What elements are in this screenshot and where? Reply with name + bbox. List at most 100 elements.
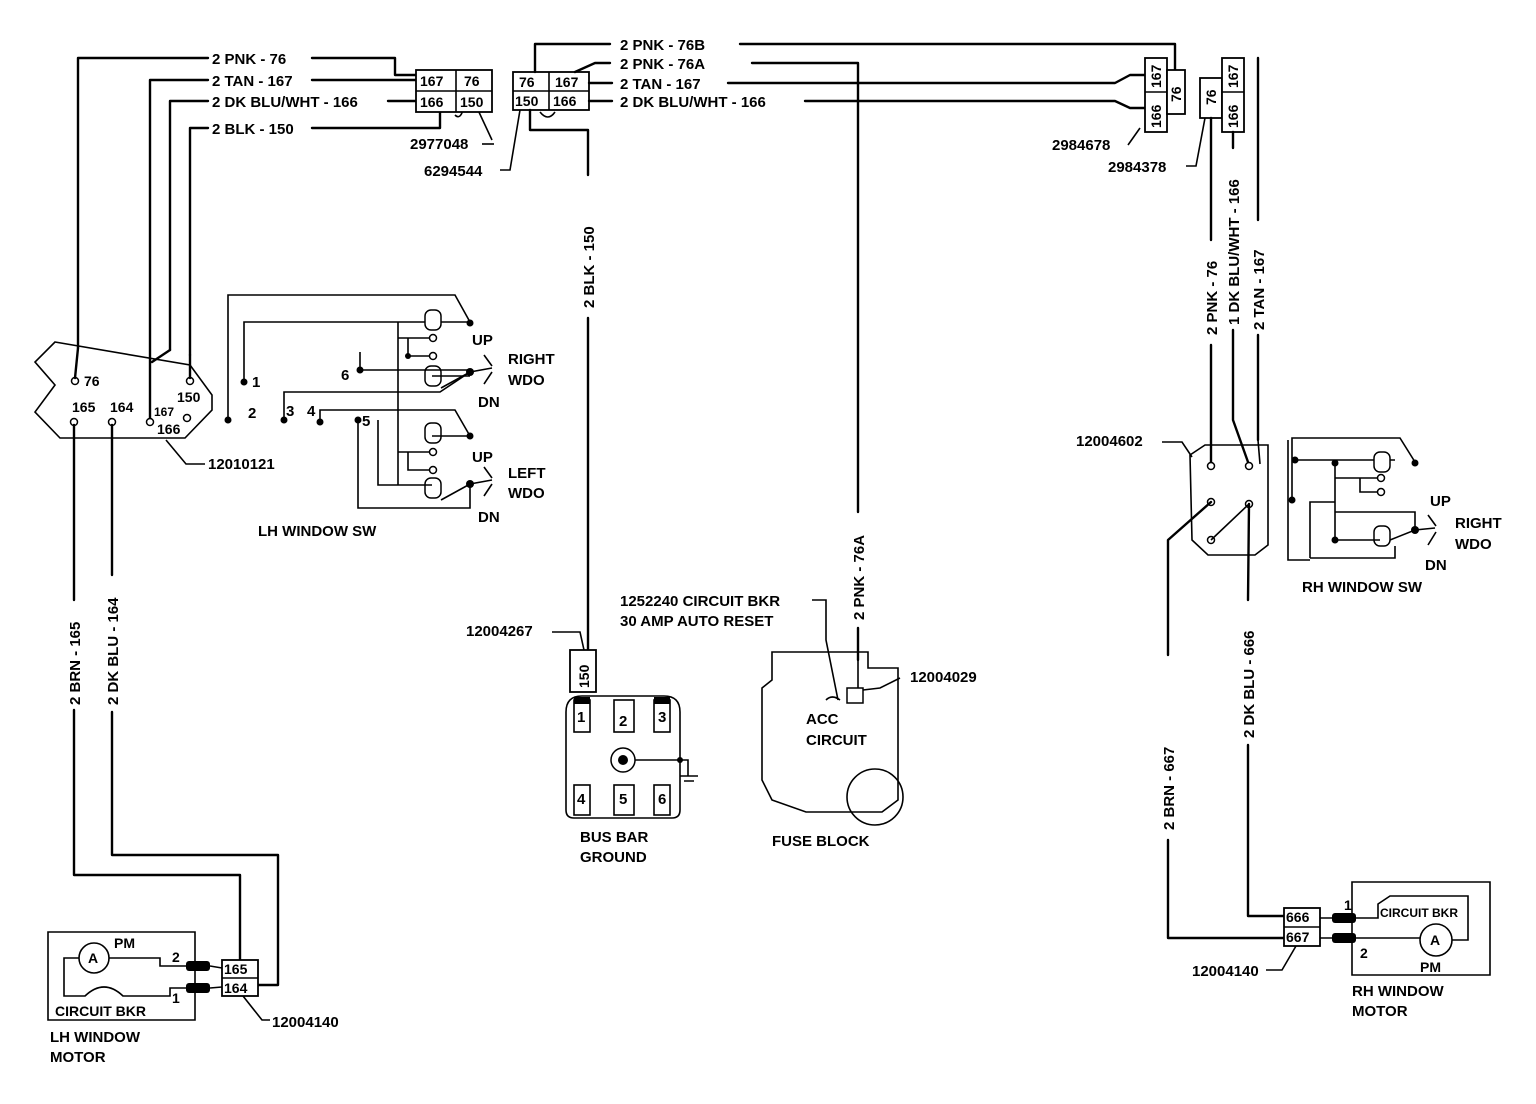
rh-window-switch: UP RIGHT WDO DN RH WINDOW SW bbox=[1287, 437, 1502, 596]
pin-76: 76 bbox=[464, 73, 480, 89]
wire-label-dkbluwht-166: 2 DK BLU/WHT - 166 bbox=[620, 94, 766, 111]
wire-label-pnk-76a: 2 PNK - 76A bbox=[620, 56, 705, 73]
wire-label-pnk-76a-vertical: 2 PNK - 76A bbox=[851, 535, 868, 620]
pin-76: 76 bbox=[1203, 89, 1219, 105]
connector-2984378: 76 166 167 bbox=[1199, 57, 1245, 133]
pin-150: 150 bbox=[177, 389, 201, 405]
wire-label-tan-167-rh: 2 TAN - 167 bbox=[1251, 249, 1268, 330]
pin-166: 166 bbox=[157, 421, 181, 437]
circuit-label: CIRCUIT bbox=[806, 732, 867, 749]
wire-label-brn-165: 2 BRN - 165 bbox=[67, 622, 84, 705]
part-number-2984378: 2984378 bbox=[1108, 159, 1166, 176]
pin-166: 166 bbox=[1225, 104, 1241, 128]
rh-motor-wires bbox=[1166, 500, 1286, 940]
part-number-12010121: 12010121 bbox=[208, 456, 275, 473]
pin-76: 76 bbox=[84, 373, 100, 389]
rh-right-label: RIGHT bbox=[1455, 515, 1502, 532]
motor-pin-2: 2 bbox=[1360, 945, 1368, 961]
lh-window-switch: 1 2 3 4 5 6 UP RIGHT WDO DN UP LEFT WDO … bbox=[224, 294, 555, 540]
terminal-2: 2 bbox=[248, 405, 256, 422]
wire-label-blk-150: 2 BLK - 150 bbox=[212, 121, 294, 138]
circuit-breaker-rating: 30 AMP AUTO RESET bbox=[620, 613, 773, 630]
part-number-2977048: 2977048 bbox=[410, 136, 468, 153]
right-wdo-label: WDO bbox=[508, 372, 545, 389]
pin-167: 167 bbox=[1148, 64, 1164, 88]
wire-label-dkbluwht-166: 2 DK BLU/WHT - 166 bbox=[212, 94, 358, 111]
terminal-3: 3 bbox=[286, 403, 294, 420]
connector-2984678: 167 166 76 bbox=[1144, 57, 1186, 133]
pin-165: 165 bbox=[72, 399, 96, 415]
rh-switch-connector-12004602 bbox=[1189, 439, 1269, 556]
pin-666: 666 bbox=[1286, 909, 1310, 925]
terminal-5: 5 bbox=[362, 413, 370, 430]
part-number-12004140-rh: 12004140 bbox=[1192, 963, 1259, 980]
lh-switch-connector-12010121: 76 150 165 164 167 166 bbox=[33, 341, 213, 439]
bus-num-2: 2 bbox=[619, 713, 627, 730]
pin-167: 167 bbox=[1225, 64, 1241, 88]
bus-bar-title: BUS BAR bbox=[580, 829, 649, 846]
right-up-label: UP bbox=[472, 332, 493, 349]
bus-num-4: 4 bbox=[577, 791, 586, 808]
rh-dn-label: DN bbox=[1425, 557, 1447, 574]
terminal-6: 6 bbox=[341, 367, 349, 384]
connector-2977048: 167 76 166 150 bbox=[415, 69, 493, 113]
lh-window-motor: A PM 2 1 CIRCUIT BKR LH WINDOW MOTOR bbox=[47, 931, 210, 1066]
part-number-6294544: 6294544 bbox=[424, 163, 483, 180]
pin-167: 167 bbox=[420, 73, 444, 89]
fuse-block-title: FUSE BLOCK bbox=[772, 833, 870, 850]
acc-label: ACC bbox=[806, 711, 839, 728]
pin-667: 667 bbox=[1286, 929, 1310, 945]
pin-167: 167 bbox=[154, 405, 174, 419]
pin-166: 166 bbox=[420, 94, 444, 110]
lh-motor-wires bbox=[72, 423, 280, 987]
rh-wdo-label: WDO bbox=[1455, 536, 1492, 553]
wire-label-tan-167: 2 TAN - 167 bbox=[212, 73, 293, 90]
circuit-breaker-label: 1252240 CIRCUIT BKR bbox=[620, 593, 780, 610]
lh-motor-connector-12004140: 165 164 bbox=[209, 959, 259, 997]
motor-a-label: A bbox=[1430, 932, 1440, 948]
part-number-12004267: 12004267 bbox=[466, 623, 533, 640]
left-up-label: UP bbox=[472, 449, 493, 466]
bus-bar-ground: 12004267 150 1 2 3 4 5 6 BUS BAR GROUND bbox=[466, 623, 698, 866]
rh-harness bbox=[1209, 56, 1260, 464]
left-label: LEFT bbox=[508, 465, 546, 482]
pin-150: 150 bbox=[460, 94, 484, 110]
terminal-4: 4 bbox=[307, 403, 316, 420]
pin-76: 76 bbox=[519, 74, 535, 90]
top-middle-harness bbox=[528, 42, 1177, 662]
left-wdo-label: WDO bbox=[508, 485, 545, 502]
wire-label-dkblu-164: 2 DK BLU - 164 bbox=[105, 597, 122, 705]
bus-bar-ground-title: GROUND bbox=[580, 849, 647, 866]
rh-window-sw-title: RH WINDOW SW bbox=[1302, 579, 1423, 596]
lh-window-sw-title: LH WINDOW SW bbox=[258, 523, 377, 540]
rh-motor-connector-12004140: 666 667 bbox=[1283, 907, 1332, 947]
motor-pin-2: 2 bbox=[172, 949, 180, 965]
rh-window-motor-title: RH WINDOW bbox=[1352, 983, 1444, 1000]
part-number-12004602: 12004602 bbox=[1076, 433, 1143, 450]
terminal-1: 1 bbox=[252, 374, 260, 391]
pin-150: 150 bbox=[515, 93, 539, 109]
motor-pin-1: 1 bbox=[172, 990, 180, 1006]
wire-label-dkblu-666: 2 DK BLU - 666 bbox=[1241, 630, 1258, 738]
right-dn-label: DN bbox=[478, 394, 500, 411]
part-number-12004140-lh: 12004140 bbox=[272, 1014, 339, 1031]
pin-166: 166 bbox=[1148, 104, 1164, 128]
right-label: RIGHT bbox=[508, 351, 555, 368]
left-dn-label: DN bbox=[478, 509, 500, 526]
bus-num-5: 5 bbox=[619, 791, 627, 808]
rh-up-label: UP bbox=[1430, 493, 1451, 510]
wire-label-brn-667: 2 BRN - 667 bbox=[1161, 747, 1178, 830]
motor-circuit-breaker: CIRCUIT BKR bbox=[55, 1003, 146, 1019]
wire-label-pnk-76-rh: 2 PNK - 76 bbox=[1204, 261, 1221, 335]
wire-label-tan-167: 2 TAN - 167 bbox=[620, 76, 701, 93]
bus-num-3: 3 bbox=[658, 709, 666, 726]
fuse-block: 1252240 CIRCUIT BKR 30 AMP AUTO RESET 12… bbox=[620, 593, 977, 850]
wire-label-blk-150-vertical: 2 BLK - 150 bbox=[581, 226, 598, 308]
part-number-12004029: 12004029 bbox=[910, 669, 977, 686]
pin-164: 164 bbox=[110, 399, 134, 415]
lh-window-motor-title: LH WINDOW bbox=[50, 1029, 141, 1046]
pin-165: 165 bbox=[224, 961, 248, 977]
pin-150: 150 bbox=[576, 664, 592, 688]
part-number-2984678: 2984678 bbox=[1052, 137, 1110, 154]
